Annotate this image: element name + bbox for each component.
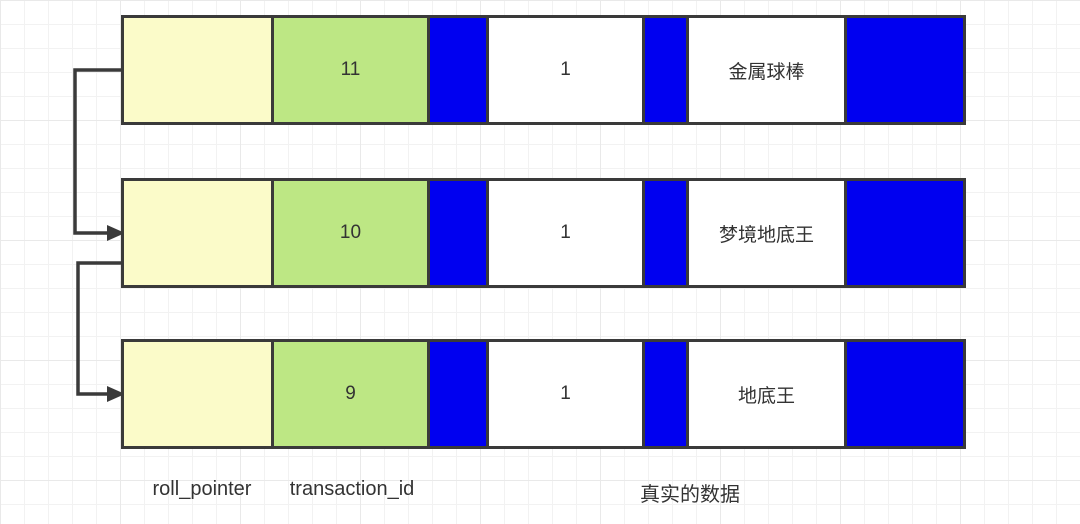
separator-cell-small[interactable] [645,18,689,122]
version-chain-arrow-1[interactable] [73,68,125,241]
transaction-id-cell[interactable]: 10 [274,181,430,285]
row-id-cell[interactable]: 1 [489,181,645,285]
label-transaction-id[interactable]: transaction_id [289,478,415,500]
version-chain-arrow-2[interactable] [76,261,125,402]
roll-pointer-cell[interactable] [124,181,274,285]
data-cell[interactable]: 金属球棒 [689,18,847,122]
separator-cell-small[interactable] [645,342,689,446]
end-cell[interactable] [847,181,963,285]
separator-cell[interactable] [430,181,489,285]
label-real-data[interactable]: 真实的数据 [640,484,740,506]
transaction-id-cell[interactable]: 11 [274,18,430,122]
separator-cell-small[interactable] [645,181,689,285]
roll-pointer-cell[interactable] [124,18,274,122]
row-id-cell[interactable]: 1 [489,18,645,122]
transaction-id-cell[interactable]: 9 [274,342,430,446]
separator-cell[interactable] [430,18,489,122]
end-cell[interactable] [847,342,963,446]
roll-pointer-cell[interactable] [124,342,274,446]
record-row-version-3[interactable]: 9 1 地底王 [121,339,966,449]
end-cell[interactable] [847,18,963,122]
data-cell[interactable]: 梦境地底王 [689,181,847,285]
record-row-version-1[interactable]: 11 1 金属球棒 [121,15,966,125]
record-row-version-2[interactable]: 10 1 梦境地底王 [121,178,966,288]
data-cell[interactable]: 地底王 [689,342,847,446]
separator-cell[interactable] [430,342,489,446]
row-id-cell[interactable]: 1 [489,342,645,446]
label-roll-pointer[interactable]: roll_pointer [152,478,252,500]
